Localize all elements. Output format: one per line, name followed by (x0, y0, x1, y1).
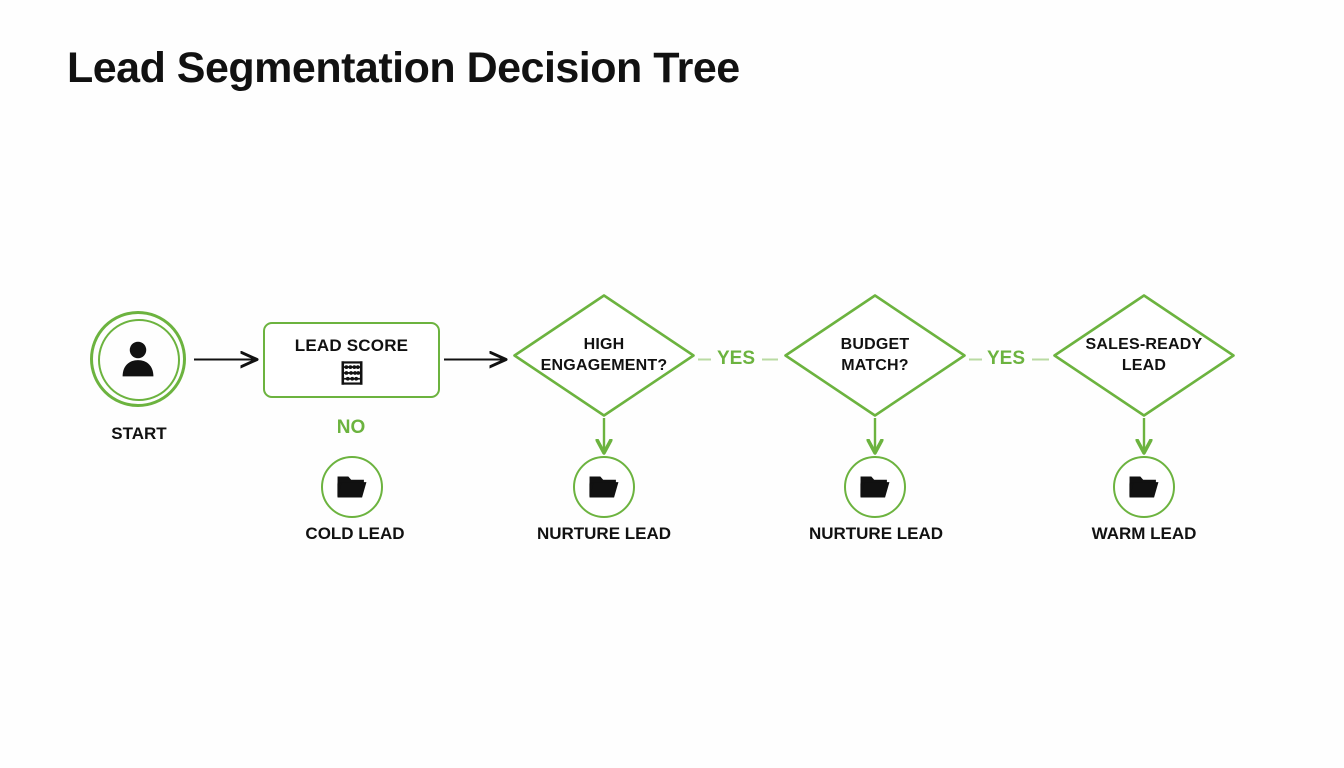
node-warm-lead-label: WARM LEAD (1091, 524, 1197, 543)
node-warm-lead[interactable] (1113, 456, 1175, 518)
diamond-shape (784, 294, 966, 417)
branch-label-yes-sales: YES (986, 348, 1026, 369)
node-budget-match[interactable]: BUDGET MATCH? (783, 293, 967, 418)
diamond-shape (513, 294, 695, 417)
branch-label-no: NO (336, 417, 366, 438)
folder-icon (860, 476, 890, 498)
node-start[interactable] (90, 311, 186, 407)
folder-icon (1129, 476, 1159, 498)
page-title: Lead Segmentation Decision Tree (67, 44, 740, 92)
node-start-label: START (111, 424, 167, 443)
node-nurture-lead-1-label: NURTURE LEAD (536, 524, 672, 543)
folder-icon (337, 476, 367, 498)
node-budget-match-label: BUDGET MATCH? (840, 336, 910, 374)
abacus-icon (341, 360, 362, 385)
branch-label-yes-budget: YES (716, 348, 756, 369)
start-node-inner-ring (98, 319, 180, 401)
person-icon (122, 341, 154, 377)
node-nurture-lead-2-label: NURTURE LEAD (808, 524, 944, 543)
node-high-engagement[interactable]: HIGH ENGAGEMENT? (512, 293, 696, 418)
node-cold-lead[interactable] (321, 456, 383, 518)
node-high-engagement-label: HIGH ENGAGEMENT? (540, 336, 668, 374)
node-nurture-lead-1[interactable] (573, 456, 635, 518)
folder-icon (589, 476, 619, 498)
node-nurture-lead-2[interactable] (844, 456, 906, 518)
node-sales-ready-lead[interactable]: SALES-READY LEAD (1052, 293, 1236, 418)
node-lead-score-label: LEAD SCORE (294, 335, 409, 355)
node-sales-ready-lead-label: SALES-READY LEAD (1085, 336, 1203, 374)
node-lead-score[interactable]: LEAD SCORE (263, 322, 440, 398)
node-cold-lead-label: COLD LEAD (305, 524, 405, 543)
diamond-shape (1053, 294, 1235, 417)
